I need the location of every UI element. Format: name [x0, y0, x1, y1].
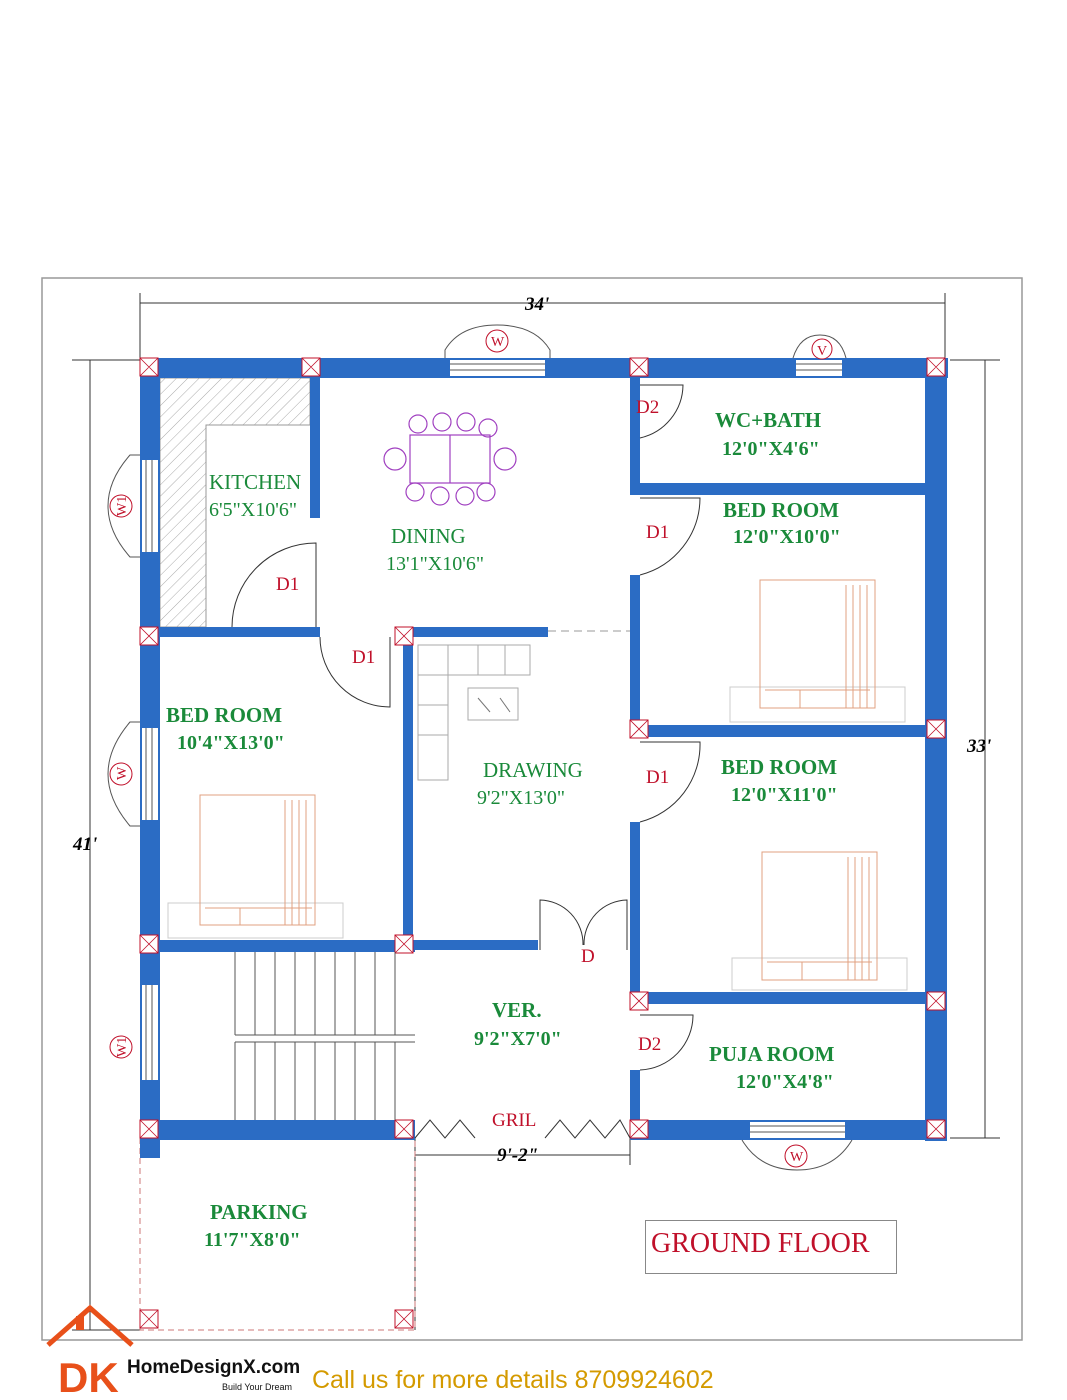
bed-room-right-top-name: BED ROOM: [723, 498, 839, 522]
wc-bath-size: 12'0"X4'6": [722, 438, 820, 460]
puja-room-size: 12'0"X4'8": [736, 1071, 834, 1093]
dining-size: 13'1"X10'6": [386, 553, 484, 575]
door-label-bed-left: D1: [352, 647, 375, 668]
overall-depth-label: 41': [72, 834, 97, 855]
wc-bath-name: WC+BATH: [715, 408, 821, 432]
call-text: Call us for more details 8709924602: [312, 1366, 714, 1394]
bed-room-right-top-size: 12'0"X10'0": [733, 526, 841, 548]
verandah-name: VER.: [492, 998, 542, 1022]
column-crosses: [139, 357, 946, 1329]
floor-title: GROUND FLOOR: [651, 1228, 870, 1259]
parking-outline: [139, 1138, 416, 1331]
door-label-bed-right-mid: D1: [646, 767, 669, 788]
bed-room-right-mid-size: 12'0"X11'0": [731, 784, 838, 806]
overall-width-label: 34': [524, 294, 549, 315]
gril-label: GRIL: [492, 1110, 536, 1131]
dining-name: DINING: [391, 524, 466, 548]
window-label-stair: W1: [115, 1037, 130, 1057]
kitchen-size: 6'5"X10'6": [209, 499, 297, 521]
door-label-main: D: [581, 946, 595, 967]
logo: DK HomeDesignX.com Build Your Dream: [46, 1304, 300, 1400]
logo-text: HomeDesignX.com: [127, 1357, 300, 1378]
window-frames: [107, 324, 853, 1171]
dining-table: [383, 412, 517, 506]
door-label-bed-right-top: D1: [646, 522, 669, 543]
window-label-v: V: [817, 344, 827, 359]
door-label-wc: D2: [636, 397, 659, 418]
logo-letters: DK: [58, 1354, 119, 1400]
bed-room-left-name: BED ROOM: [166, 703, 282, 727]
bed-left: [167, 794, 344, 939]
logo-tagline: Build Your Dream: [222, 1382, 292, 1392]
window-label-top: W: [491, 335, 505, 350]
window-label-kitchen: W1: [115, 496, 130, 516]
house-icon: [46, 1304, 134, 1347]
bed-right-top: [729, 579, 906, 723]
dimension-lines: [72, 293, 1000, 1331]
door-label-kitchen: D1: [276, 574, 299, 595]
parking-size: 11'7"X8'0": [204, 1229, 301, 1251]
window-markers: [109, 329, 833, 1168]
gril-zigzag: [414, 1119, 631, 1139]
bed-right-mid: [731, 851, 908, 991]
bed-room-left-size: 10'4"X13'0": [177, 732, 285, 754]
puja-room-name: PUJA ROOM: [709, 1042, 835, 1066]
right-depth-label: 33': [966, 736, 991, 757]
kitchen-name: KITCHEN: [209, 470, 301, 494]
bed-room-right-mid-name: BED ROOM: [721, 755, 837, 779]
gril-width-label: 9'-2": [497, 1145, 538, 1166]
sofa-set: [417, 644, 531, 781]
drawing-name: DRAWING: [483, 758, 583, 782]
window-label-bottom: W: [790, 1150, 804, 1165]
drawing-size: 9'2"X13'0": [477, 787, 565, 809]
floor-title-box: [645, 1220, 897, 1274]
window-label-bed-left: W: [115, 766, 130, 780]
door-swings: [231, 384, 701, 1071]
sheet-border: [41, 277, 1023, 1341]
parking-name: PARKING: [210, 1200, 308, 1224]
staircase: [234, 952, 415, 1120]
verandah-size: 9'2"X7'0": [474, 1028, 562, 1050]
door-label-puja: D2: [638, 1034, 661, 1055]
